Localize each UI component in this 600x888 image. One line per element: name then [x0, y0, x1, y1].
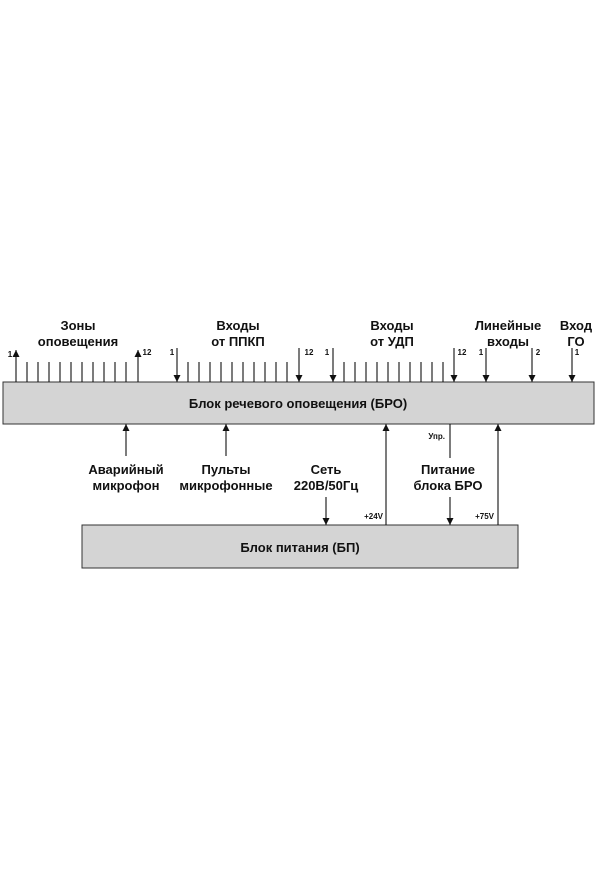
mains-group: Сеть 220В/50Гц: [294, 462, 359, 525]
bp-block-label: Блок питания (БП): [240, 540, 359, 555]
line-inputs-first-number: 1: [479, 348, 484, 357]
control-label: Упр.: [428, 432, 445, 441]
bro-block: [2, 381, 595, 425]
mains-label-line1: Сеть: [311, 462, 342, 477]
go-label-line2: ГО: [567, 334, 584, 349]
go-input-group: Вход ГО 1: [560, 318, 593, 382]
udp-group: Входы от УДП 1 12: [325, 318, 467, 382]
go-input-number: 1: [575, 348, 580, 357]
emergency-mic-label-line2: микрофон: [93, 478, 160, 493]
emergency-mic-label-line1: Аварийный: [88, 462, 163, 477]
bro-power-group: Упр. Питание блока БРО: [413, 424, 483, 525]
ppkp-group: Входы от ППКП 1 12: [170, 318, 314, 382]
power-24v-label: +24V: [364, 512, 384, 521]
go-label-line1: Вход: [560, 318, 593, 333]
mic-panels-label-line2: микрофонные: [179, 478, 272, 493]
mains-label-line2: 220В/50Гц: [294, 478, 359, 493]
ppkp-first-number: 1: [170, 348, 175, 357]
udp-last-number: 12: [458, 348, 467, 357]
power-75v-label: +75V: [475, 512, 495, 521]
emergency-mic-group: Аварийный микрофон: [88, 424, 164, 493]
udp-label-line2: от УДП: [370, 334, 414, 349]
zones-label-line1: Зоны: [60, 318, 95, 333]
line-inputs-last-number: 2: [536, 348, 541, 357]
ppkp-label-line2: от ППКП: [211, 334, 265, 349]
udp-first-number: 1: [325, 348, 330, 357]
udp-label-line1: Входы: [370, 318, 413, 333]
line-inputs-group: Линейные входы 1 2: [475, 318, 541, 382]
mic-panels-group: Пульты микрофонные: [179, 424, 273, 493]
bp-block: [81, 524, 519, 569]
line-inputs-label-line2: входы: [487, 334, 529, 349]
zones-first-number: 1: [8, 350, 13, 359]
zones-label-line2: оповещения: [38, 334, 118, 349]
bro-block-label: Блок речевого оповещения (БРО): [189, 396, 407, 411]
ppkp-last-number: 12: [305, 348, 314, 357]
line-inputs-label-line1: Линейные: [475, 318, 541, 333]
bro-power-label-line2: блока БРО: [413, 478, 482, 493]
zones-last-number: 12: [143, 348, 152, 357]
power-75v-group: +75V: [475, 424, 502, 525]
bro-power-label-line1: Питание: [421, 462, 475, 477]
ppkp-label-line1: Входы: [216, 318, 259, 333]
power-24v-group: +24V: [364, 424, 390, 525]
zones-group: Зоны оповещения 1 12: [8, 318, 152, 382]
mic-panels-label-line1: Пульты: [202, 462, 251, 477]
